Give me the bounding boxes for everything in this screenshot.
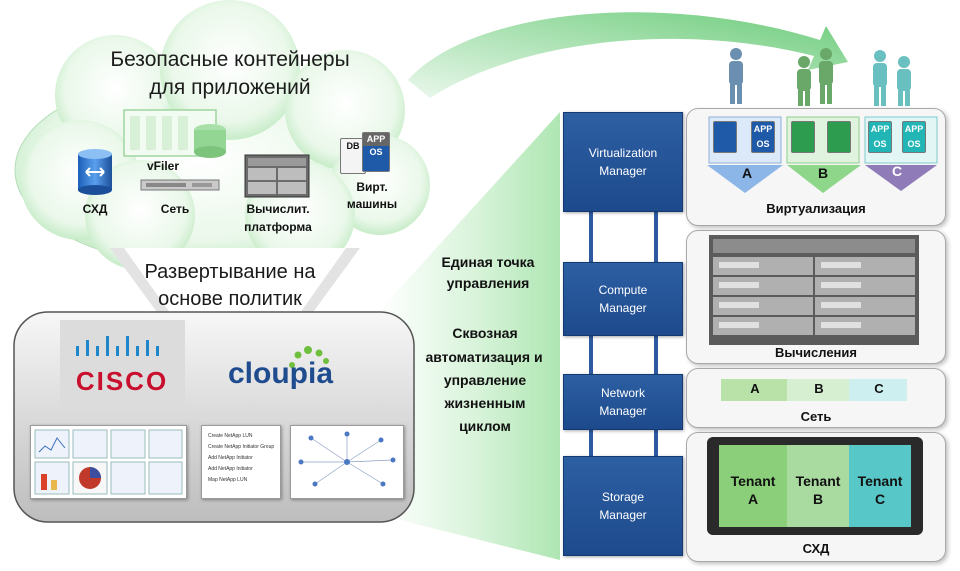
tenant-c-label: C xyxy=(891,163,903,179)
manager-connector xyxy=(654,210,658,262)
manager-connector xyxy=(589,428,593,456)
cloud-title-line2: для приложений xyxy=(149,76,311,99)
tenant-b-label: B xyxy=(817,165,829,181)
storage-label: СХД xyxy=(82,202,108,216)
topology-thumbnail xyxy=(290,425,404,499)
vfiler-icon xyxy=(123,109,226,158)
storage-panel-label: СХД xyxy=(802,541,830,556)
virtualization-manager-line1: Virtualization xyxy=(588,146,658,160)
cisco-wordmark: CISCO xyxy=(75,366,169,396)
network-panel: A B C Сеть xyxy=(686,368,946,428)
storage-tenant-c-letter: C xyxy=(874,491,886,507)
virtualization-panel-label: Виртуализация xyxy=(766,201,866,216)
network-lane-a xyxy=(721,379,787,401)
compute-manager-line1: Compute xyxy=(598,283,648,297)
storage-tenant-c xyxy=(849,445,911,527)
vm-label-line2: машины xyxy=(346,197,398,211)
network-lane-c xyxy=(849,379,907,401)
workflow-step: Create NetApp LUN xyxy=(208,433,253,439)
topology-graph-icon xyxy=(298,431,396,487)
cisco-bars-icon xyxy=(76,336,159,356)
dashboard-charts-icon xyxy=(34,429,183,495)
storage-tenant-b-word: Tenant xyxy=(795,473,841,489)
storage-tenant-a-word: Tenant xyxy=(730,473,776,489)
manager-connector xyxy=(654,428,658,456)
vm-label-line1: Вирт. xyxy=(356,180,388,194)
storage-panel: Tenant A Tenant B Tenant C СХД xyxy=(686,432,946,562)
network-lane-a-label: A xyxy=(750,381,760,396)
automation-line5: циклом xyxy=(459,418,511,434)
single-point-line1: Единая точка xyxy=(441,254,535,270)
compute-label-line2: платформа xyxy=(244,220,312,234)
policy-line1: Развертывание на xyxy=(144,261,316,283)
network-lane-b xyxy=(787,379,849,401)
storage-tenant-a-letter: A xyxy=(747,491,759,507)
cloupia-logo: cloupia xyxy=(228,345,358,395)
workflow-step: Add NetApp Initiator xyxy=(208,455,253,461)
vm-tile-linux xyxy=(791,121,815,153)
network-lane-c-label: C xyxy=(874,381,884,396)
network-panel-label: Сеть xyxy=(800,409,832,424)
storage-manager-line1: Storage xyxy=(601,490,645,504)
vm-stack-icon: DB APP OS xyxy=(340,132,392,176)
compute-chassis-icon xyxy=(244,154,310,198)
compute-panel: Вычисления xyxy=(686,230,946,364)
storage-manager-line2: Manager xyxy=(599,508,647,522)
tenant-a-label: A xyxy=(741,165,753,181)
workflow-thumbnail: Create NetApp LUN Create NetApp Initiato… xyxy=(201,425,281,499)
network-lane-b-label: B xyxy=(814,381,824,396)
storage-tenant-b-letter: B xyxy=(812,491,824,507)
storage-icon xyxy=(78,149,112,195)
network-label: Сеть xyxy=(160,202,190,216)
storage-tenant-c-word: Tenant xyxy=(857,473,903,489)
network-switch-icon xyxy=(140,179,220,191)
network-manager-line1: Network xyxy=(600,386,645,400)
compute-label-line1: Вычислит. xyxy=(246,202,310,216)
manager-connector xyxy=(589,210,593,262)
automation-line2: автоматизация и xyxy=(425,349,543,365)
automation-line3: управление xyxy=(443,372,527,388)
single-point-line2: управления xyxy=(446,275,530,291)
cloud-title-line1: Безопасные контейнеры xyxy=(110,48,350,71)
compute-manager-line2: Manager xyxy=(599,301,647,315)
blade-chassis-icon xyxy=(709,235,919,345)
compute-panel-label: Вычисления xyxy=(774,345,857,360)
storage-tenant-a xyxy=(719,445,787,527)
dashboard-thumbnail xyxy=(30,425,187,499)
workflow-step: Create NetApp Initiator Group xyxy=(208,444,275,450)
automation-line4: жизненным xyxy=(444,395,526,411)
workflow-step: Add NetApp Initiator xyxy=(208,466,253,472)
virtualization-manager-line2: Manager xyxy=(599,164,647,178)
vm-tile-linux xyxy=(827,121,851,153)
manager-connector xyxy=(654,334,658,374)
cisco-logo: CISCO xyxy=(60,320,185,410)
network-manager-line2: Manager xyxy=(599,404,647,418)
storage-tenant-b xyxy=(787,445,849,527)
automation-line1: Сквозная xyxy=(452,325,518,341)
manager-connector xyxy=(589,334,593,374)
policy-line2: основе политик xyxy=(158,288,302,310)
cloupia-dots-icon xyxy=(289,346,329,368)
vm-tile-linux xyxy=(713,121,737,153)
users-icon xyxy=(729,48,911,106)
workflow-step: Map NetApp LUN xyxy=(208,477,248,483)
vfiler-label: vFiler xyxy=(146,159,179,173)
vm-app-tile: APP OS xyxy=(362,132,390,172)
cloupia-wordmark: cloupia xyxy=(228,357,334,390)
